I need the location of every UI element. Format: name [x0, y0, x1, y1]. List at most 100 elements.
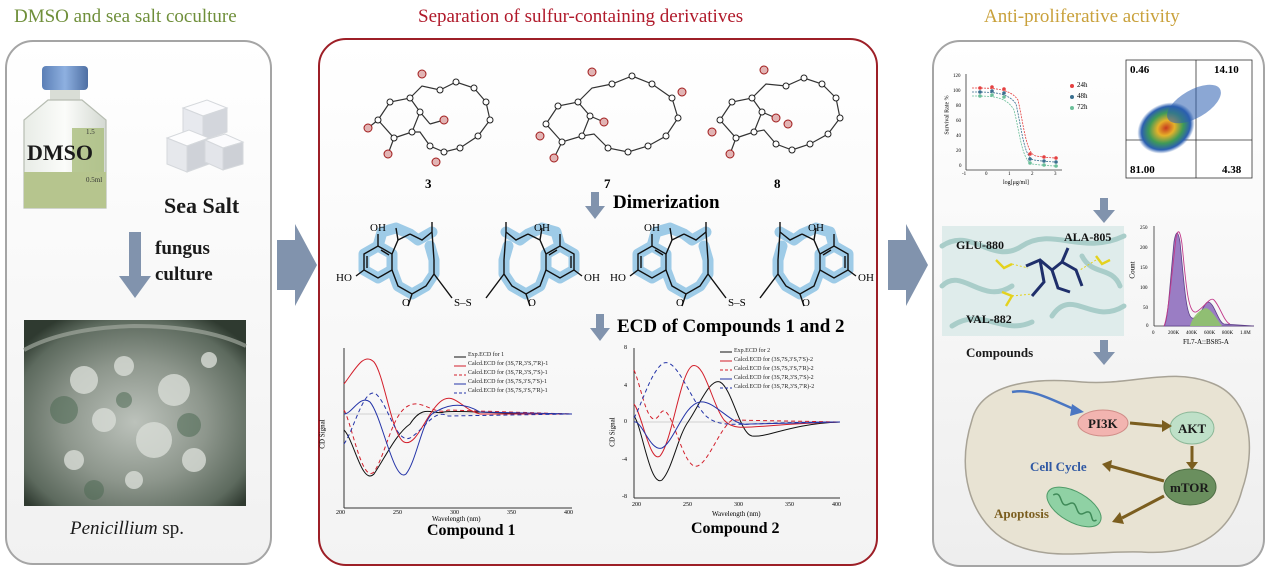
- left-section-title: DMSO and sea salt coculture: [14, 6, 237, 27]
- process-label-culture: culture: [155, 264, 213, 285]
- pathway-compounds-label: Compounds: [966, 345, 1034, 360]
- ecd1-xtick: 250: [393, 510, 402, 516]
- crystal-structure-3: [363, 69, 494, 167]
- flow-quadrant-bottom-right: 4.38: [1222, 164, 1242, 176]
- ecd2-xlabel: Wavelength (nm): [712, 510, 761, 518]
- crystal-label-7: 7: [604, 176, 611, 191]
- bottle-mark-top: 1.5: [86, 128, 95, 136]
- disulfide-label: S–S: [728, 297, 746, 309]
- ecd2-legend-item: Calcd.ECD for (3S,7S,3′S,7′S)-2: [734, 357, 813, 363]
- ecd1-xtick: 400: [564, 510, 573, 516]
- down-arrow-icon: [1093, 198, 1115, 223]
- histogram-xtick: 0: [1152, 331, 1155, 336]
- ecd2-xtick: 350: [785, 502, 794, 508]
- ecd2-legend-item: Calcd.ECD for (3S,7S,3′S,7′R)-2: [734, 366, 814, 372]
- ecd1-xtick: 300: [450, 510, 459, 516]
- viability-xlabel: log[μg/ml]: [1003, 180, 1029, 186]
- atom-label-oh: OH: [370, 222, 386, 234]
- viability-ylabel: Survival Rate %: [944, 95, 951, 135]
- ecd-section-label: ECD of Compounds 1 and 2: [617, 316, 845, 337]
- ecd-chart-2: [633, 348, 841, 499]
- pathway-node-akt: AKT: [1178, 421, 1207, 436]
- down-arrow-icon: [119, 232, 151, 298]
- viability-ytick: 40: [956, 134, 961, 139]
- pathway-apoptosis-label: Apoptosis: [994, 506, 1049, 521]
- organism-genus: Penicillium: [70, 518, 158, 539]
- compound-1-structure: [355, 222, 583, 307]
- fungus-culture-photo: [23, 320, 247, 506]
- ecd2-ytick: -8: [622, 494, 627, 500]
- ecd1-caption: Compound 1: [427, 522, 516, 539]
- viability-ytick: 20: [956, 149, 961, 154]
- disulfide-label: S–S: [454, 297, 472, 309]
- right-section-title: Anti-proliferative activity: [984, 6, 1180, 27]
- histogram-ytick: 100: [1140, 286, 1148, 291]
- ecd1-xtick: 200: [336, 510, 345, 516]
- right-arrow-icon: [277, 224, 317, 306]
- atom-label-o: O: [528, 297, 536, 309]
- down-arrow-icon: [590, 314, 610, 341]
- atom-label-oh: OH: [644, 222, 660, 234]
- viability-ytick: 120: [953, 74, 961, 79]
- bottle-mark-bottom: 0.5ml: [86, 176, 103, 184]
- viability-ytick: 0: [959, 164, 962, 169]
- process-label-fungus: fungus: [155, 238, 210, 259]
- ecd1-legend-item: Exp.ECD for 1: [468, 352, 505, 358]
- viability-legend-48h: 48h: [1077, 92, 1088, 100]
- pathway-cell-cycle-label: Cell Cycle: [1030, 459, 1087, 474]
- atom-label-oh: OH: [584, 272, 600, 284]
- middle-section-title: Separation of sulfur-containing derivati…: [418, 6, 744, 27]
- histogram-ytick: 250: [1140, 226, 1148, 231]
- residue-label-glu880: GLU-880: [956, 238, 1004, 252]
- signaling-pathway-cell: [964, 375, 1251, 555]
- viability-ytick: 100: [953, 89, 961, 94]
- viability-ytick: 80: [956, 104, 961, 109]
- viability-chart: [965, 74, 1074, 171]
- ecd2-xtick: 400: [832, 502, 841, 508]
- compound-2-structure: [629, 222, 857, 307]
- viability-legend-24h: 24h: [1077, 81, 1088, 89]
- ecd2-xtick: 300: [734, 502, 743, 508]
- ecd1-legend-item: Calcd.ECD for (3S,7R,3′S,7′S)-1: [468, 370, 548, 376]
- flow-quadrant-top-right: 14.10: [1214, 64, 1239, 76]
- down-arrow-icon: [1093, 340, 1115, 365]
- histogram-xtick: 1.0M: [1240, 331, 1251, 336]
- viability-xtick: -1: [962, 172, 967, 177]
- ecd2-caption: Compound 2: [691, 520, 780, 537]
- down-arrow-icon: [585, 192, 605, 219]
- ecd2-ytick: -4: [622, 457, 627, 463]
- viability-xtick: 1: [1008, 172, 1011, 177]
- crystal-label-3: 3: [425, 176, 432, 191]
- histogram-xtick: 800K: [1222, 331, 1234, 336]
- viability-legend-72h: 72h: [1077, 103, 1088, 111]
- organism-caption: Penicillium sp.: [70, 518, 184, 540]
- dmso-bottle-label: DMSO: [27, 140, 93, 165]
- atom-label-ho: HO: [610, 272, 626, 284]
- histogram-xlabel: FL7-A::BS85-A: [1183, 338, 1229, 346]
- histogram-ylabel: Count: [1128, 261, 1137, 279]
- sea-salt-icon: [165, 99, 245, 173]
- viability-xtick: 2: [1031, 172, 1034, 177]
- residue-label-val882: VAL-882: [966, 312, 1012, 326]
- histogram-ytick: 200: [1140, 246, 1148, 251]
- pathway-node-mtor: mTOR: [1170, 480, 1209, 495]
- viability-ytick: 60: [956, 119, 961, 124]
- ecd1-legend-item: Calcd.ECD for (3S,7S,3′S,7′S)-1: [468, 379, 547, 385]
- ecd2-xtick: 250: [683, 502, 692, 508]
- ecd2-xtick: 200: [632, 502, 641, 508]
- atom-label-oh: OH: [858, 272, 874, 284]
- ecd1-xtick: 350: [507, 510, 516, 516]
- viability-xtick: 3: [1054, 172, 1057, 177]
- ecd1-legend-item: Calcd.ECD for (3S,7R,3′S,7′R)-1: [468, 361, 549, 367]
- ecd2-ytick: 8: [624, 345, 627, 351]
- crystal-structure-8: [707, 65, 844, 159]
- flow-quadrant-bottom-left: 81.00: [1130, 164, 1155, 176]
- atom-label-o: O: [676, 297, 684, 309]
- sea-salt-label: Sea Salt: [164, 193, 240, 218]
- flow-quadrant-top-left: 0.46: [1130, 64, 1150, 76]
- residue-label-ala805: ALA-805: [1064, 230, 1112, 244]
- flow-cytometry-plot: [1125, 59, 1253, 179]
- atom-label-oh: OH: [534, 222, 550, 234]
- docking-image: [939, 226, 1127, 336]
- histogram-xtick: 400K: [1186, 331, 1198, 336]
